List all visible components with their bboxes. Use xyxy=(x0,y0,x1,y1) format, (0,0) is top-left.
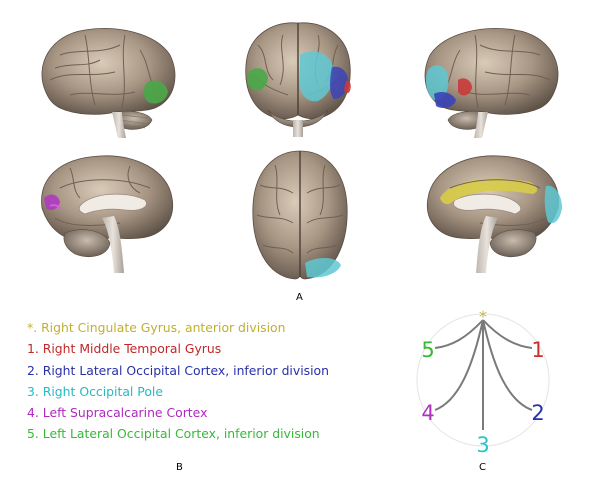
tree-node-root: * xyxy=(479,307,487,326)
legend-item-2: 2. Right Lateral Occipital Cortex, infer… xyxy=(27,362,329,378)
tree-edge-5 xyxy=(434,319,484,349)
brain-left-medial xyxy=(30,148,180,278)
legend-item-4: 4. Left Supracalcarine Cortex xyxy=(27,405,208,421)
tree-node-4: 4 xyxy=(421,401,434,425)
brain-right-lateral xyxy=(420,20,570,140)
brain-left-lateral xyxy=(30,20,180,140)
legend-item-1: 1. Right Middle Temporal Gyrus xyxy=(27,341,222,357)
legend-item-star: *. Right Cingulate Gyrus, anterior divis… xyxy=(27,320,286,335)
tree-guide-circle xyxy=(416,313,550,447)
tree-edge-2 xyxy=(482,319,533,411)
tree-diagram: * 1 5 2 4 3 xyxy=(416,307,550,457)
tree-edge-4 xyxy=(434,319,484,411)
brain-right-medial xyxy=(420,148,570,278)
panel-c-label: C xyxy=(479,462,486,473)
brain-posterior xyxy=(238,15,358,140)
tree-node-1: 1 xyxy=(531,338,544,362)
tree-edge-1 xyxy=(482,319,533,349)
tree-node-3: 3 xyxy=(476,433,489,457)
brain-superior xyxy=(245,145,355,285)
legend-item-5: 5. Left Lateral Occipital Cortex, inferi… xyxy=(27,426,320,442)
tree-node-2: 2 xyxy=(531,401,544,425)
region-5-left xyxy=(143,80,168,104)
legend-item-3: 3. Right Occipital Pole xyxy=(27,383,163,399)
panel-b-label: B xyxy=(176,462,183,473)
panel-a-label: A xyxy=(296,292,303,303)
tree-node-5: 5 xyxy=(421,338,434,362)
legend: *. Right Cingulate Gyrus, anterior divis… xyxy=(27,317,329,445)
